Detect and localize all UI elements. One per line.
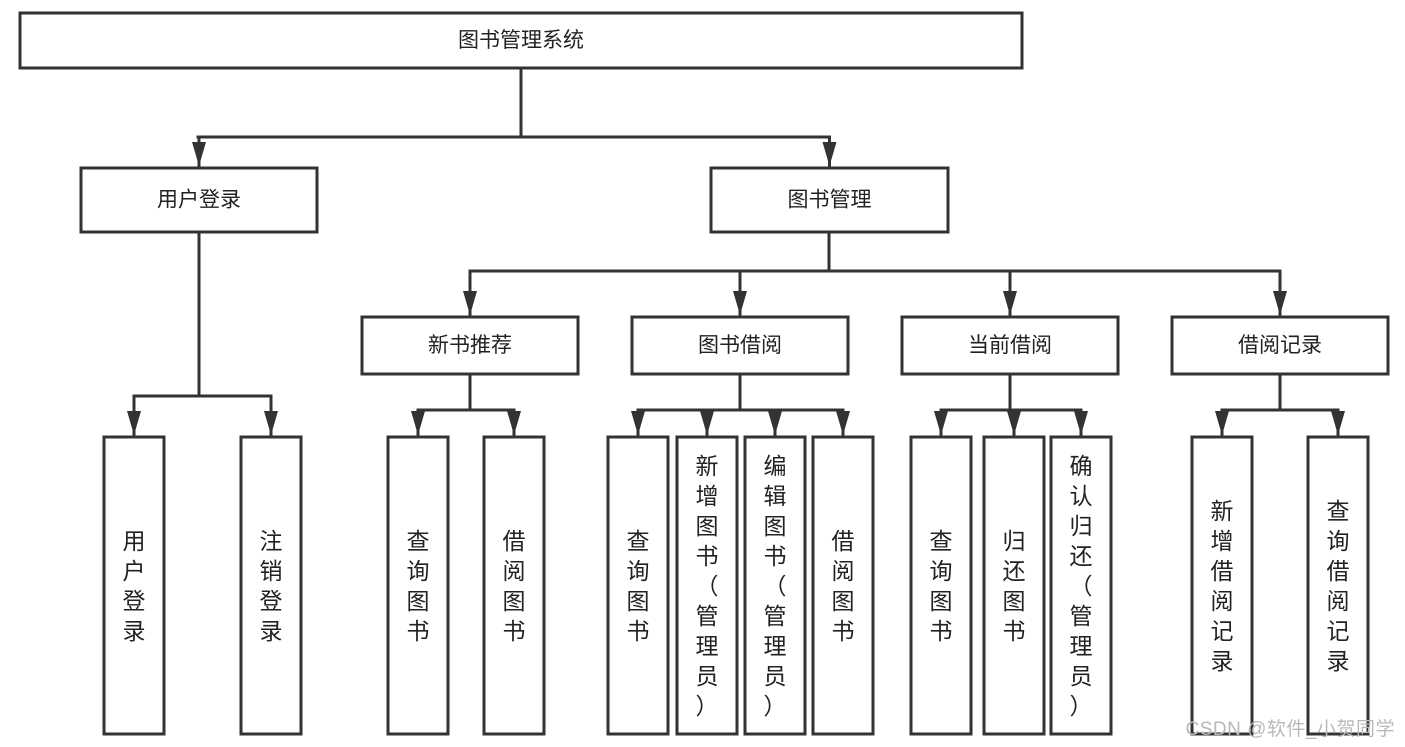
arrow-head: [411, 411, 425, 435]
arrow-head: [934, 411, 948, 435]
node-box-leaf-borrow-book-2: [811, 435, 875, 736]
node-label-leaf-query-book-1: 查询图书: [407, 528, 430, 644]
node-current-borrow[interactable]: 当前借阅: [900, 315, 1120, 376]
node-borrow-record[interactable]: 借阅记录: [1170, 315, 1390, 376]
node-leaf-logout[interactable]: 注销登录: [239, 435, 303, 736]
arrow-head: [1215, 411, 1229, 435]
connector-bus-root: [192, 66, 837, 168]
arrow-head: [264, 411, 278, 435]
node-label-borrow-record: 借阅记录: [1238, 334, 1322, 357]
arrow-head: [1074, 411, 1088, 435]
node-label-leaf-query-book-2: 查询图书: [627, 528, 650, 644]
node-label-leaf-user-login: 用户登录: [123, 528, 146, 644]
node-box-leaf-query-book-2: [606, 435, 670, 736]
node-book-borrow[interactable]: 图书借阅: [630, 315, 850, 376]
node-label-leaf-add-record: 新增借阅记录: [1211, 498, 1234, 674]
node-box-root: [18, 11, 1024, 70]
node-label-root: 图书管理系统: [458, 29, 584, 52]
node-label-user-login: 用户登录: [157, 189, 241, 212]
connector-bus-book-borrow: [631, 372, 850, 437]
node-box-current-borrow: [900, 315, 1120, 376]
arrow-head: [1331, 411, 1345, 435]
node-label-leaf-query-record: 查询借阅记录: [1327, 498, 1350, 674]
node-leaf-query-record[interactable]: 查询借阅记录: [1306, 435, 1370, 736]
node-box-leaf-query-book-3: [909, 435, 973, 736]
arrow-head: [700, 411, 714, 435]
node-label-leaf-confirm-return: 确认归还（管理员）: [1070, 453, 1093, 719]
arrow-head: [507, 411, 521, 435]
node-leaf-query-book-2[interactable]: 查询图书: [606, 435, 670, 736]
node-book-manage[interactable]: 图书管理: [709, 166, 950, 234]
connectors-layer: [127, 66, 1345, 437]
node-box-borrow-record: [1170, 315, 1390, 376]
arrow-head: [733, 291, 747, 315]
arrow-head: [192, 142, 206, 166]
node-new-book-rec[interactable]: 新书推荐: [360, 315, 580, 376]
node-box-leaf-logout: [239, 435, 303, 736]
node-leaf-query-book-3[interactable]: 查询图书: [909, 435, 973, 736]
node-leaf-add-record[interactable]: 新增借阅记录: [1190, 435, 1254, 736]
node-box-leaf-query-book-1: [386, 435, 450, 736]
node-label-leaf-return-book: 归还图书: [1003, 528, 1026, 644]
arrow-head: [631, 411, 645, 435]
connector-bus-user-login: [127, 230, 278, 437]
node-box-leaf-add-book: [675, 435, 739, 736]
node-leaf-add-book[interactable]: 新增图书（管理员）: [675, 435, 739, 736]
node-box-leaf-edit-book: [743, 435, 807, 736]
node-leaf-borrow-book-1[interactable]: 借阅图书: [482, 435, 546, 736]
arrow-head: [822, 142, 837, 166]
node-box-leaf-return-book: [982, 435, 1046, 736]
node-label-book-manage: 图书管理: [788, 189, 872, 212]
node-leaf-edit-book[interactable]: 编辑图书（管理员）: [743, 435, 807, 736]
node-label-leaf-logout: 注销登录: [260, 528, 283, 644]
node-label-current-borrow: 当前借阅: [968, 334, 1052, 357]
node-box-leaf-borrow-book-1: [482, 435, 546, 736]
node-label-leaf-query-book-3: 查询图书: [930, 528, 953, 644]
node-leaf-confirm-return[interactable]: 确认归还（管理员）: [1049, 435, 1113, 736]
node-user-login[interactable]: 用户登录: [79, 166, 319, 234]
arrow-head: [463, 291, 477, 315]
arrow-head: [768, 411, 782, 435]
arrow-head: [1007, 411, 1021, 435]
node-label-new-book-rec: 新书推荐: [428, 334, 512, 357]
arrow-head: [1003, 291, 1017, 315]
connector-bus-current-borrow: [934, 372, 1088, 437]
connector-bus-new-book-rec: [411, 372, 521, 437]
arrow-head: [127, 411, 141, 435]
node-box-book-borrow: [630, 315, 850, 376]
node-label-book-borrow: 图书借阅: [698, 334, 782, 357]
node-leaf-return-book[interactable]: 归还图书: [982, 435, 1046, 736]
node-leaf-query-book-1[interactable]: 查询图书: [386, 435, 450, 736]
node-box-leaf-user-login: [102, 435, 166, 736]
connector-bus-borrow-record: [1215, 372, 1345, 437]
node-label-leaf-borrow-book-1: 借阅图书: [503, 528, 526, 644]
nodes-layer: 图书管理系统用户登录图书管理新书推荐图书借阅当前借阅借阅记录用户登录注销登录查询…: [18, 11, 1390, 736]
node-box-leaf-add-record: [1190, 435, 1254, 736]
node-root[interactable]: 图书管理系统: [18, 11, 1024, 70]
arrow-head: [1273, 291, 1287, 315]
node-box-leaf-query-record: [1306, 435, 1370, 736]
node-label-leaf-edit-book: 编辑图书（管理员）: [764, 453, 787, 719]
node-leaf-borrow-book-2[interactable]: 借阅图书: [811, 435, 875, 736]
connector-bus-book-manage: [463, 230, 1287, 317]
node-box-new-book-rec: [360, 315, 580, 376]
node-label-leaf-add-book: 新增图书（管理员）: [696, 453, 719, 719]
arrow-head: [836, 411, 850, 435]
node-leaf-user-login[interactable]: 用户登录: [102, 435, 166, 736]
node-box-user-login: [79, 166, 319, 234]
node-box-book-manage: [709, 166, 950, 234]
node-label-leaf-borrow-book-2: 借阅图书: [832, 528, 855, 644]
node-box-leaf-confirm-return: [1049, 435, 1113, 736]
